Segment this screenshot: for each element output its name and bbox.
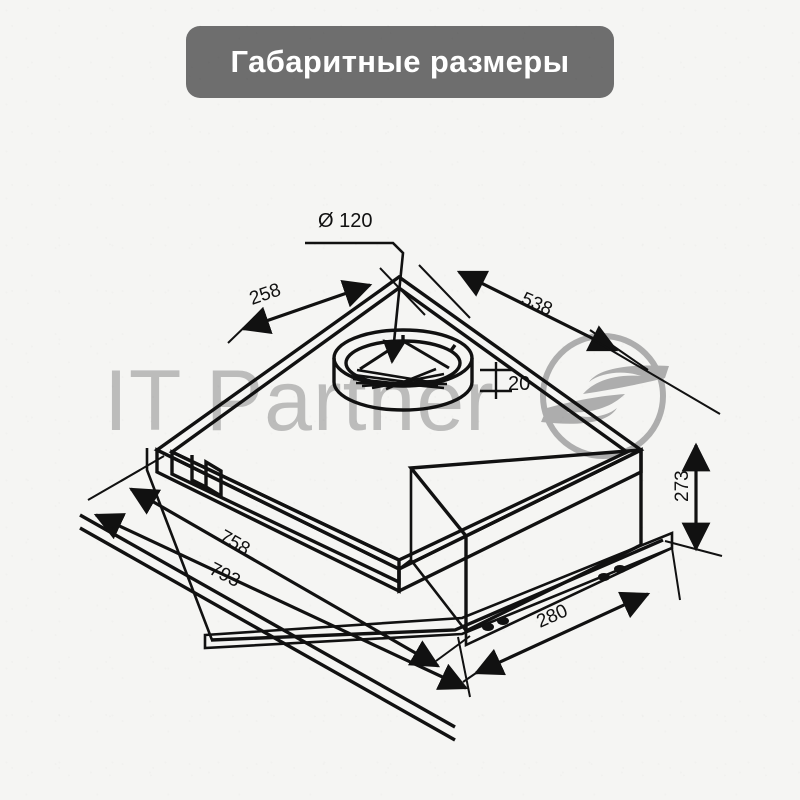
dim-label-280: 280 (533, 600, 571, 632)
ext-line-280-left (457, 636, 471, 698)
control-button-4 (614, 565, 626, 573)
dim-label-258: 258 (247, 280, 284, 310)
duct-diameter-label: Ø 120 (318, 210, 372, 232)
hood-left-front-strip-2 (190, 455, 207, 489)
dim-line-793 (93, 513, 469, 690)
dimension-20: 20 (480, 362, 530, 399)
dimension-793: 793 (87, 469, 496, 690)
control-button-1 (482, 623, 494, 631)
duct-diameter-leader (305, 241, 406, 364)
ext-line-538-right (589, 329, 649, 371)
ext-line-280-right (671, 547, 681, 601)
ext-line-273-top (591, 338, 721, 415)
page-title: Габаритные размеры (230, 44, 570, 79)
dim-label-793: 793 (206, 559, 244, 592)
ext-line-758-right (435, 635, 471, 662)
duct-collar-body (332, 358, 474, 412)
hood-right-slope (397, 447, 643, 594)
control-button-3 (598, 573, 610, 581)
dim-label-20: 20 (508, 373, 530, 395)
page-title-banner: Габаритные размеры (186, 26, 614, 98)
duct-collar-rim-tick-2 (448, 344, 457, 353)
dim-line-280 (473, 591, 651, 676)
dim-line-258 (240, 280, 373, 334)
control-button-2 (497, 617, 509, 625)
dimension-280: 280 (457, 547, 681, 698)
ext-line-793-left (87, 469, 141, 501)
dim-line-538 (456, 270, 619, 352)
dimension-duct-diameter: Ø 120 (305, 210, 406, 364)
dim-label-273: 273 (672, 470, 693, 502)
hood-top-face (153, 274, 645, 571)
hood-front-ledge (210, 538, 664, 642)
ext-line-258-right (379, 267, 426, 316)
watermark-text: IT Partner (104, 353, 495, 449)
duct-grille-hatch (352, 367, 448, 391)
dimension-273: 273 (591, 338, 723, 557)
